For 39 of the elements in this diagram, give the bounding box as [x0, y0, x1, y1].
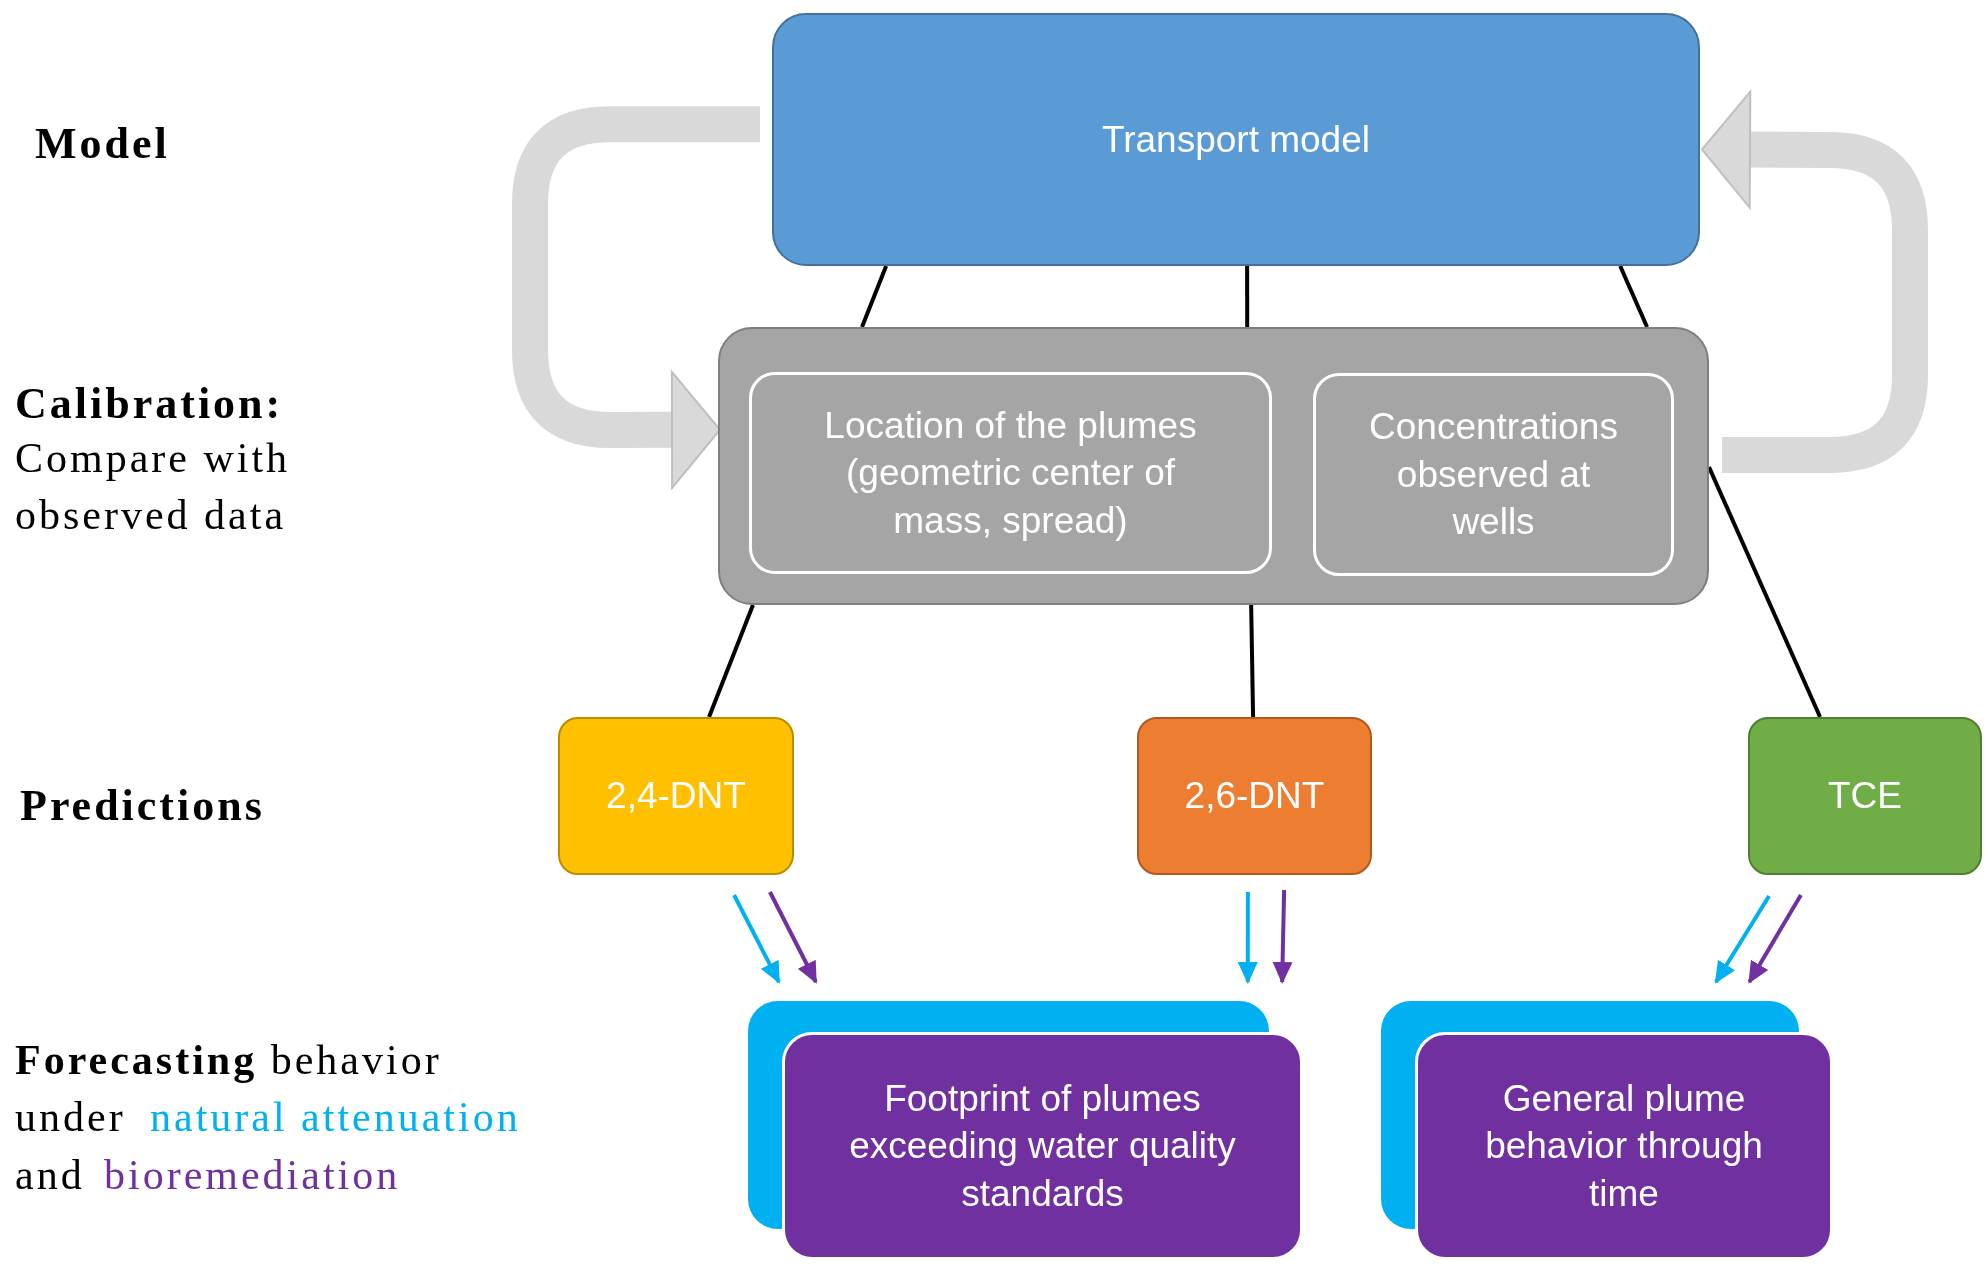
row-label: observed data: [15, 491, 287, 539]
curved-block-arrow: [512, 106, 760, 489]
node-text: 2,6-DNT: [1184, 774, 1325, 819]
node-text: Footprint of plumes exceeding water quality standards: [849, 1076, 1236, 1216]
node-text: 2,4-DNT: [606, 774, 746, 819]
arrow: [1714, 894, 1771, 984]
row-label: Model: [35, 118, 170, 169]
connector-line: [1707, 466, 1822, 718]
group-box: [718, 327, 1709, 605]
row-label: and: [15, 1151, 85, 1199]
connector-line: [1245, 266, 1250, 327]
process-box: [1313, 373, 1674, 576]
process-box: [749, 372, 1272, 574]
curved-block-arrow: [1701, 90, 1928, 473]
process-box: [558, 717, 794, 875]
connector-line: [860, 265, 888, 328]
row-label: under: [15, 1093, 126, 1141]
node-text: TCE: [1828, 774, 1902, 819]
node-text: General plume behavior through time: [1484, 1076, 1764, 1216]
connector-line: [707, 604, 755, 718]
node-text: Location of the plumes (geometric center of mass, spread): [823, 403, 1198, 543]
row-label: Forecasting behavior: [15, 1036, 442, 1084]
node-text: Transport model: [1102, 117, 1370, 162]
process-box: [772, 13, 1700, 266]
connector-line: [1618, 265, 1649, 328]
row-label: Calibration:: [15, 378, 284, 429]
connector-line: [1249, 604, 1256, 718]
arrow: [1237, 892, 1258, 984]
row-label: bioremediation: [104, 1151, 401, 1199]
node-text: Concentrations observed at wells: [1368, 405, 1619, 545]
row-label: natural attenuation: [150, 1093, 521, 1141]
process-box: [1748, 717, 1982, 875]
arrow: [1272, 889, 1293, 984]
arrow: [1747, 894, 1803, 984]
row-label: Compare with: [15, 434, 291, 482]
process-box: [1137, 717, 1372, 875]
arrow: [768, 891, 818, 984]
row-label: Predictions: [20, 780, 265, 831]
arrow: [732, 894, 781, 984]
